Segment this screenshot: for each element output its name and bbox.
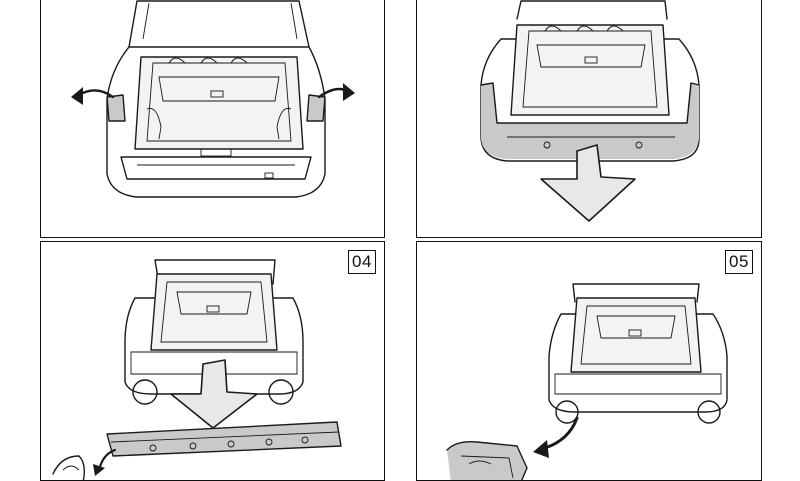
curved-arrow-icon xyxy=(71,87,115,105)
reinforcement-beam-removal-illustration xyxy=(52,259,342,480)
rear-structure-part-removal-illustration xyxy=(446,283,728,480)
instruction-panel-step-04: 04 xyxy=(40,241,385,481)
step-number-badge: 05 xyxy=(725,250,753,274)
down-arrow-icon xyxy=(540,144,636,222)
instruction-panel-step-05: 05 xyxy=(416,241,762,481)
step-number-badge: 04 xyxy=(348,250,376,274)
curved-arrow-icon xyxy=(533,416,579,458)
instruction-panel-tail-lights xyxy=(40,0,385,238)
car-rear-open-trunk-illustration xyxy=(71,0,355,198)
curved-arrow-icon xyxy=(93,448,117,476)
down-arrow-icon xyxy=(170,359,258,429)
curved-arrow-icon xyxy=(317,83,355,101)
instruction-panel-bumper-removal xyxy=(416,0,762,238)
car-rear-bumper-illustration xyxy=(480,0,700,222)
